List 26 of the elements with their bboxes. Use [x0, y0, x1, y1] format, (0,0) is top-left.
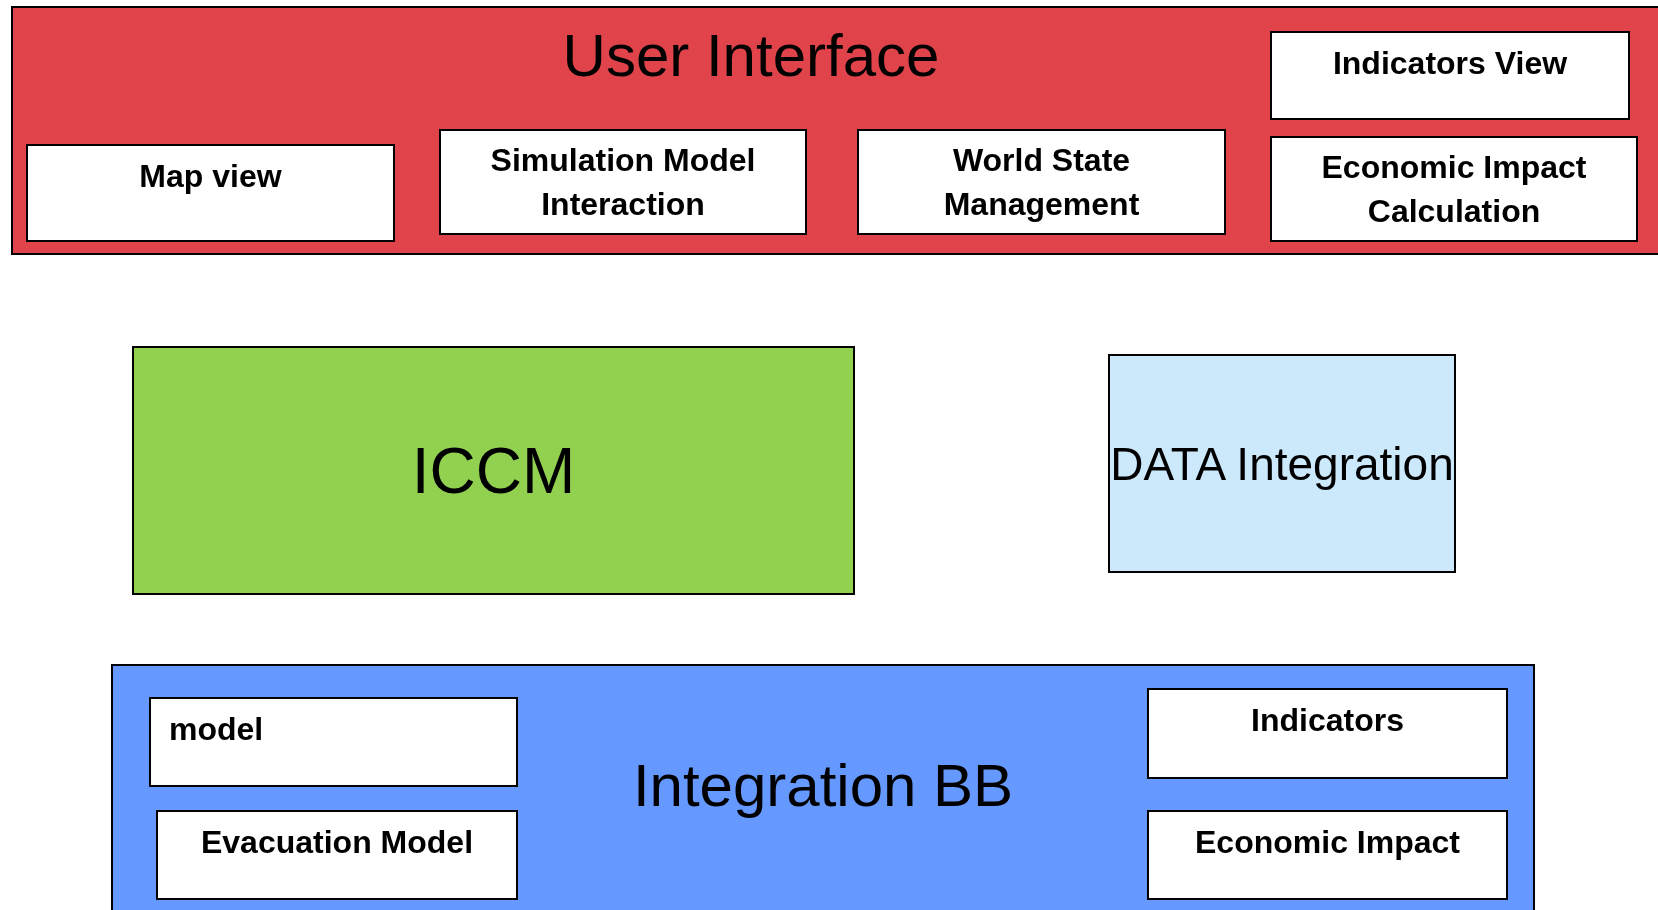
component-box — [156, 810, 518, 900]
box-label: DATA Integration — [1110, 436, 1454, 492]
component-box — [1147, 810, 1508, 900]
group-panel — [11, 6, 1658, 255]
group-panel — [111, 664, 1535, 910]
box-label: Evacuation Model — [200, 823, 473, 862]
box-label: model — [169, 710, 264, 749]
component-box — [857, 129, 1226, 235]
box-label: Map view — [139, 157, 282, 196]
box-label: ICCM — [411, 438, 576, 503]
box-label: Economic Impact — [1195, 823, 1460, 862]
panel-title: User Interface — [562, 26, 941, 86]
box-label: Indicators View — [1332, 44, 1568, 83]
box-label: Simulation Model Interaction — [489, 141, 757, 224]
module-box — [132, 346, 855, 595]
component-box — [26, 144, 395, 242]
panel-title: Integration BB — [632, 756, 1014, 816]
module-box — [1108, 354, 1456, 573]
box-label: World State Management — [942, 141, 1141, 224]
box-label: Indicators — [1251, 701, 1404, 740]
component-box — [1147, 688, 1508, 779]
component-box — [149, 697, 518, 787]
component-box — [1270, 136, 1638, 242]
component-box — [1270, 31, 1630, 120]
component-box — [439, 129, 807, 235]
box-label: Economic Impact Calculation — [1320, 148, 1588, 231]
